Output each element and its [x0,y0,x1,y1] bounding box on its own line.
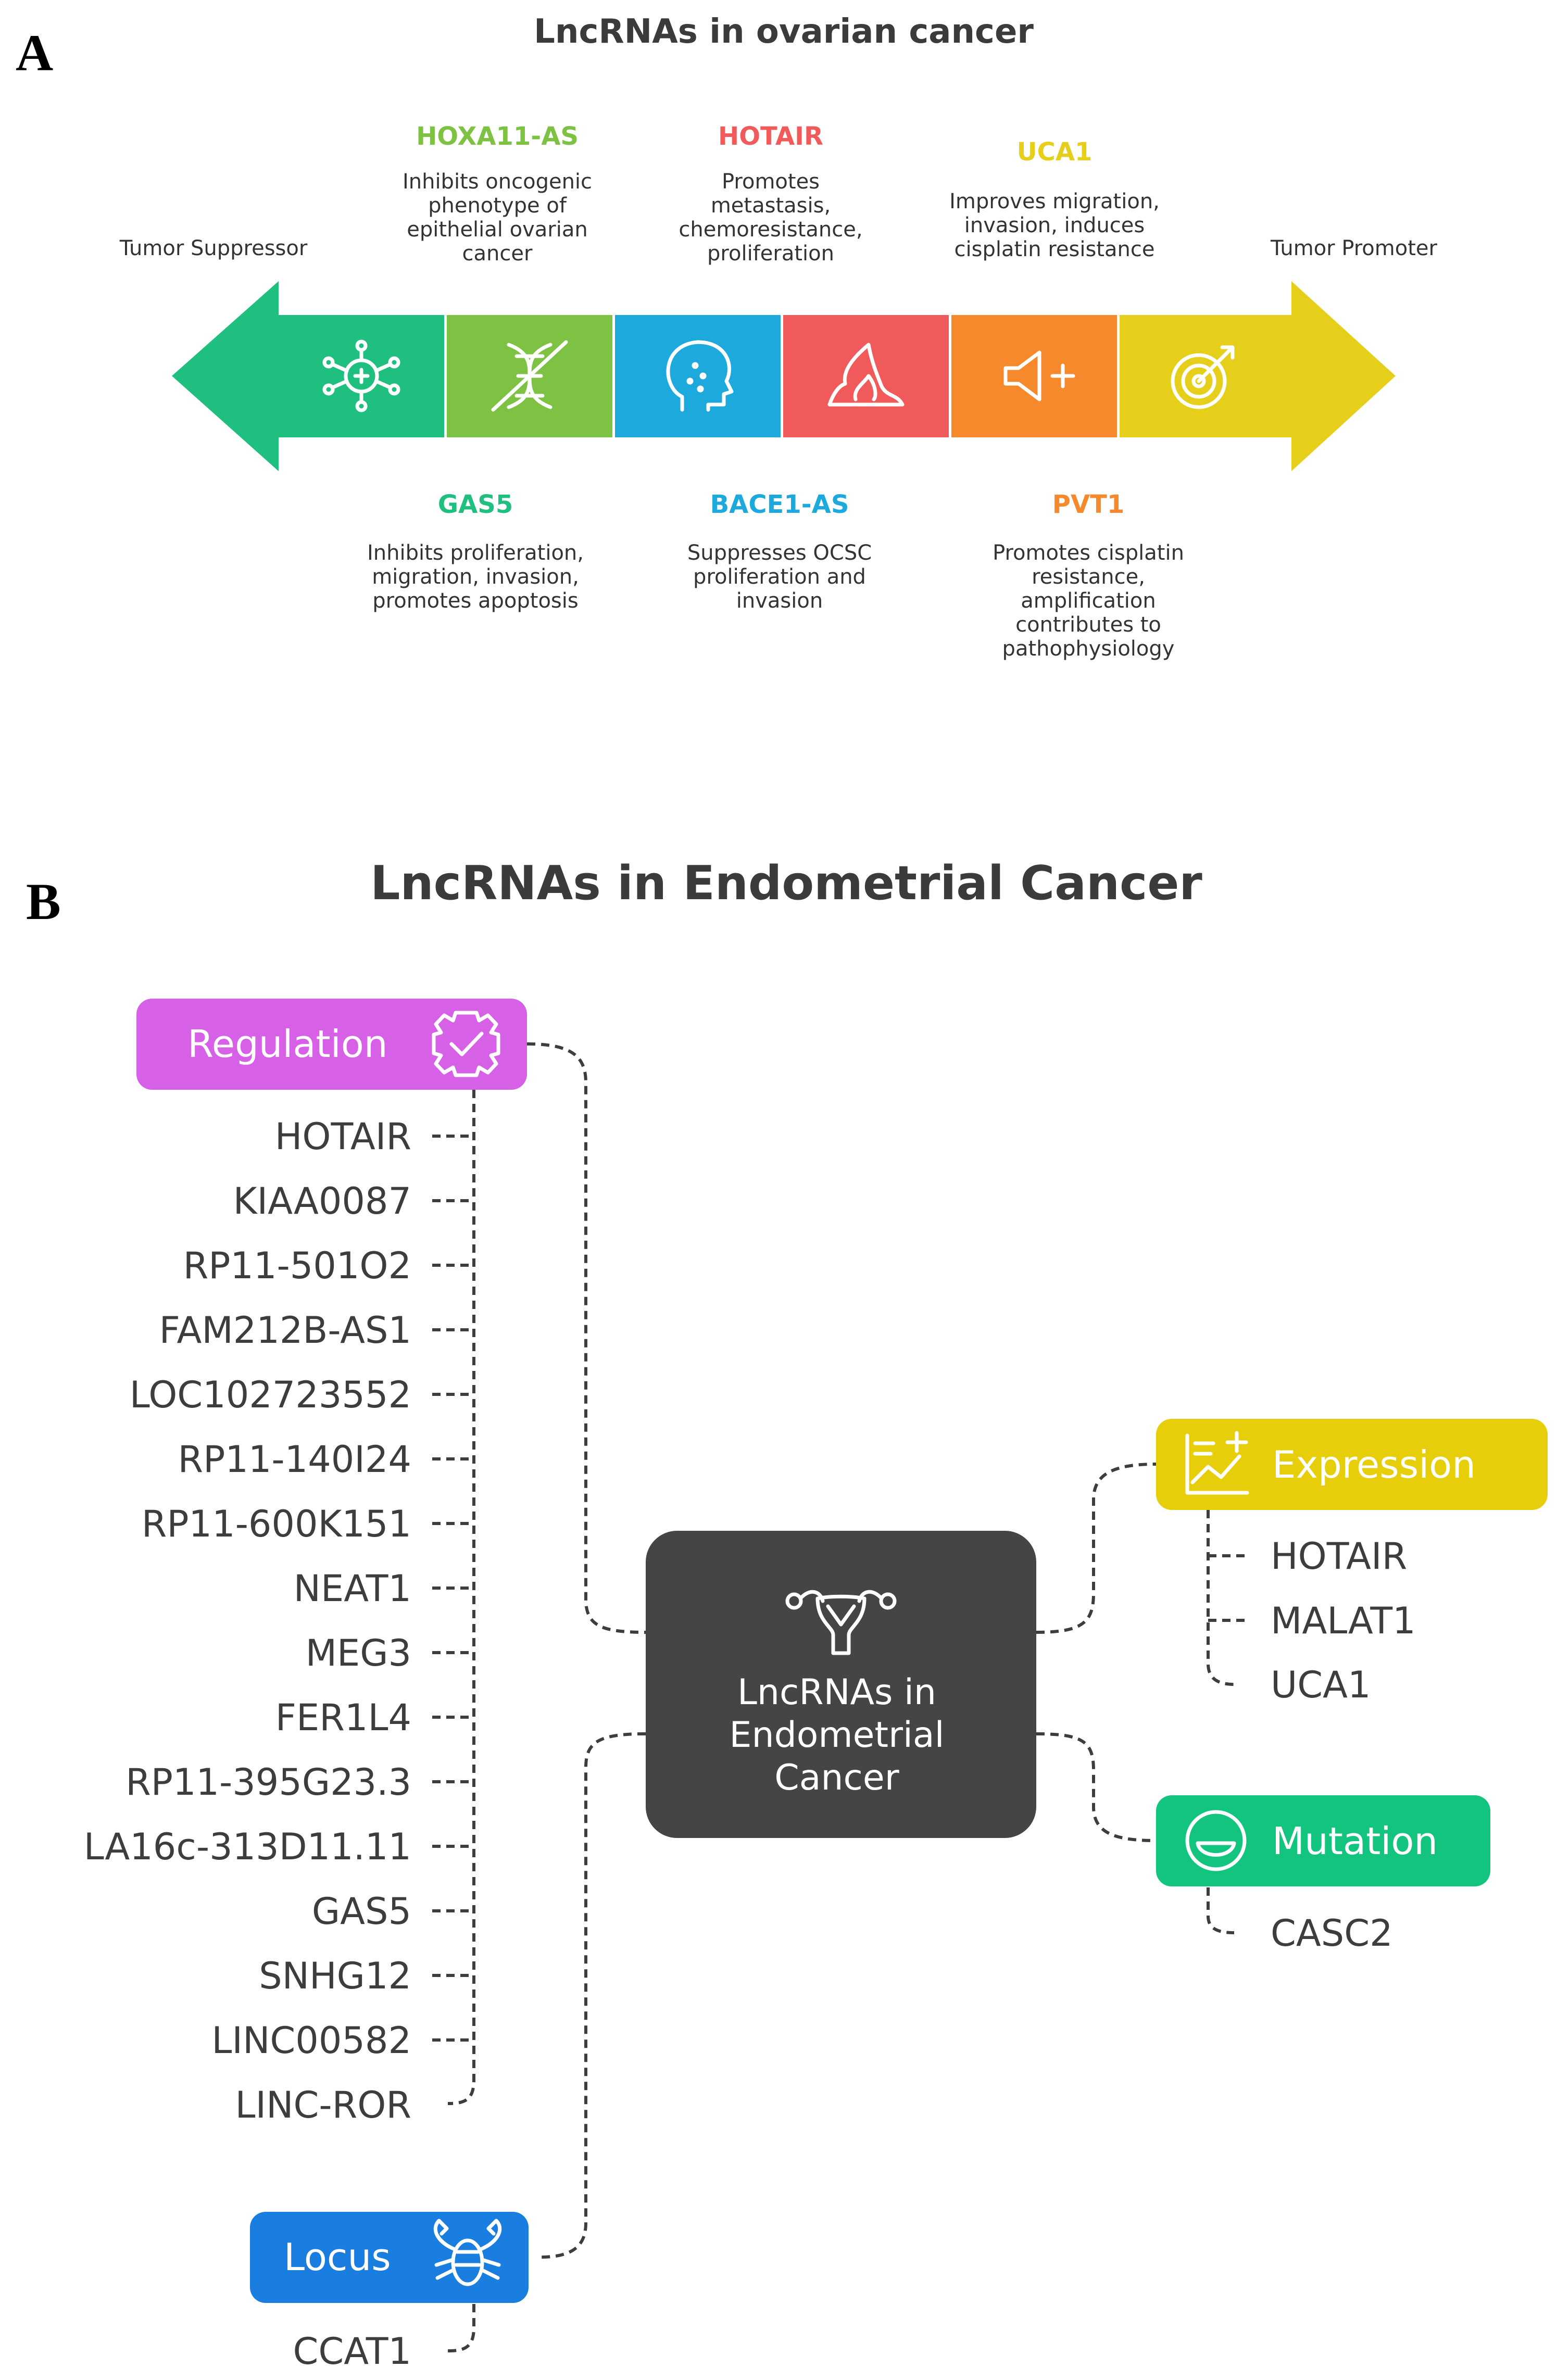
arrow-segment-4 [783,315,949,437]
locus-node: Locus [250,2212,529,2303]
regulation-item: RP11-395G23.3 [125,1761,411,1804]
gene-hoxa11-as: HOXA11-AS Inhibits oncogenic phenotype o… [403,122,592,266]
network-icon [322,339,400,412]
gene-uca1: UCA1 Improves migration, invasion, induc… [949,137,1160,261]
mutation-node: Mutation [1156,1795,1490,1886]
gene-desc-line: proliferation and [693,565,866,589]
tumor-suppressor-label: Tumor Suppressor [119,236,308,260]
regulation-item: FER1L4 [275,1696,411,1739]
panel-a: A LncRNAs in ovarian cancer Tumor Suppre… [16,12,1438,661]
gene-bace1-as: BACE1-AS Suppresses OCSC proliferation a… [687,490,872,613]
regulation-item: MEG3 [306,1632,411,1674]
regulation-node: Regulation [136,999,527,1090]
regulation-item: KIAA0087 [233,1180,411,1223]
gene-desc-line: resistance, [1032,565,1145,589]
regulation-item: LA16c-313D11.11 [84,1825,411,1868]
right-arrowhead [1291,281,1396,471]
center-node: LncRNAs in Endometrial Cancer [646,1531,1036,1838]
regulation-ticks [432,1135,474,2042]
gene-desc-line: invasion [736,589,823,613]
mutation-label: Mutation [1272,1819,1438,1863]
regulation-item: SNHG12 [259,1955,411,1997]
chart-plus-icon [1185,1431,1249,1495]
gene-desc-line: Inhibits proliferation, [367,541,584,565]
arrow-segment-6 [1120,315,1291,437]
gene-desc-line: Improves migration, [949,190,1160,213]
gene-hotair: HOTAIR Promotes metastasis, chemoresista… [679,122,862,266]
uterus-icon [785,1590,897,1655]
gene-desc-line: proliferation [707,242,834,266]
panel-a-title: LncRNAs in ovarian cancer [534,12,1034,51]
locus-item: CCAT1 [293,2330,412,2373]
arrow-segment-1 [279,315,444,437]
expression-item: HOTAIR [1271,1535,1407,1578]
regulation-item: LINC-ROR [235,2084,411,2126]
arrow-segment-3 [615,315,781,437]
gene-name: UCA1 [1017,137,1093,167]
regulation-item: NEAT1 [294,1567,411,1610]
gear-check-icon [432,1011,500,1077]
regulation-item: RP11-501O2 [183,1244,411,1287]
gene-name: PVT1 [1052,490,1124,519]
gene-pvt1: PVT1 Promotes cisplatin resistance, ampl… [993,490,1184,661]
gene-desc-line: cisplatin resistance [955,237,1155,261]
gene-desc-line: cancer [462,242,533,266]
arrow-segment-2 [447,315,612,437]
tumor-promoter-label: Tumor Promoter [1270,236,1437,260]
gene-gas5: GAS5 Inhibits proliferation, migration, … [367,490,584,613]
gene-desc-line: metastasis, [711,194,831,218]
regulation-item: FAM212B-AS1 [159,1309,411,1352]
megaphone-plus-icon [1003,350,1075,401]
gene-desc-line: contributes to [1015,613,1161,637]
crossed-dna-icon [491,340,568,412]
gene-desc-line: epithelial ovarian [407,218,587,242]
regulation-item: LOC102723552 [130,1374,411,1416]
connectors [432,1042,1250,2352]
expression-item: UCA1 [1271,1664,1371,1706]
locus-label: Locus [284,2235,391,2279]
regulation-item: RP11-600K151 [142,1503,411,1545]
gene-desc-line: Inhibits oncogenic [403,170,592,194]
panel-b-title: LncRNAs in Endometrial Cancer [370,856,1202,911]
head-profile-icon [666,340,734,412]
gene-desc-line: amplification [1021,589,1156,613]
gene-name: HOTAIR [718,122,823,151]
gene-name: GAS5 [438,490,513,519]
expression-node: Expression [1156,1419,1548,1510]
regulation-list: HOTAIR KIAA0087 RP11-501O2 FAM212B-AS1 L… [84,1115,411,2126]
panel-b: B LncRNAs in Endometrial Cancer [26,856,1548,2373]
gene-desc-line: invasion, induces [964,213,1145,237]
gene-desc-line: migration, invasion, [372,565,579,589]
regulation-item: HOTAIR [275,1115,411,1158]
regulation-item: LINC00582 [211,2019,411,2062]
target-arrow-icon [1171,345,1235,409]
arrow-segment-5 [951,315,1117,437]
regulation-item: RP11-140I24 [178,1438,411,1481]
smile-icon [1185,1810,1247,1871]
gene-name: HOXA11-AS [416,122,579,151]
panel-a-label: A [16,24,53,82]
left-arrowhead [172,281,279,471]
center-line-1: LncRNAs in [737,1672,936,1713]
regulation-item: GAS5 [312,1890,411,1933]
gene-desc-line: phenotype of [428,194,567,218]
gene-desc-line: Promotes [722,170,820,194]
expression-label: Expression [1272,1443,1476,1487]
gene-desc-line: promotes apoptosis [372,589,578,613]
center-line-2: Endometrial [730,1715,945,1756]
panel-b-label: B [26,873,61,930]
gene-name: BACE1-AS [710,490,849,519]
gene-desc-line: Suppresses OCSC [687,541,872,565]
mutation-item: CASC2 [1271,1912,1393,1955]
lobster-icon [433,2219,502,2286]
gene-desc-line: pathophysiology [1002,637,1175,661]
gene-desc-line: Promotes cisplatin [993,541,1184,565]
center-line-3: Cancer [774,1757,899,1798]
flame-icon [827,343,905,407]
gene-desc-line: chemoresistance, [679,218,862,242]
expression-list: HOTAIR MALAT1 UCA1 [1271,1535,1416,1706]
expression-item: MALAT1 [1271,1600,1416,1642]
regulation-label: Regulation [187,1022,387,1066]
